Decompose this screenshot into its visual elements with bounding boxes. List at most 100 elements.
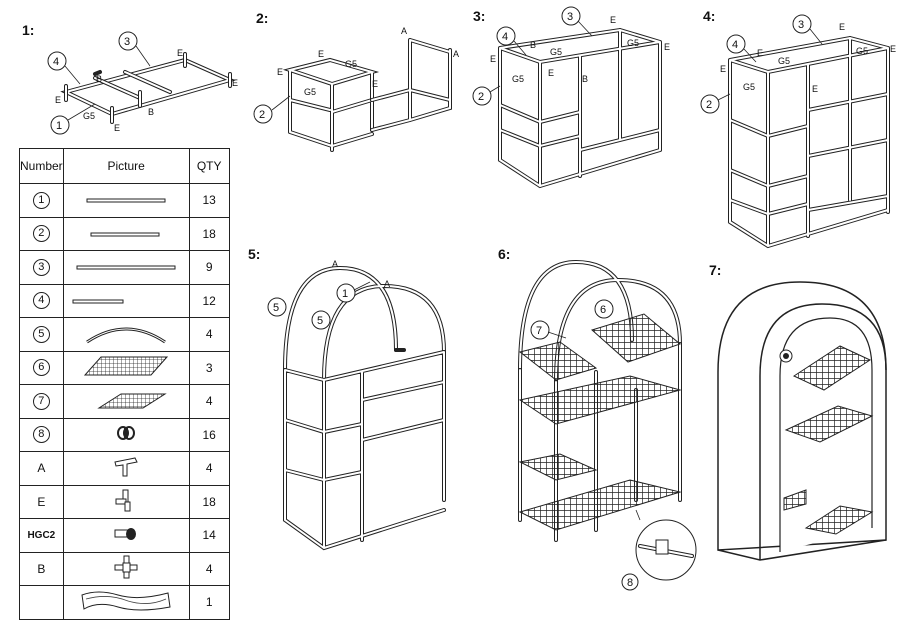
cross-connector-icon — [114, 555, 138, 579]
step-3-label: 3: — [473, 8, 486, 24]
callout: 4 — [502, 31, 508, 43]
table-row: HGC2 14 — [19, 518, 230, 553]
step-5-label: 5: — [248, 246, 261, 262]
step-6-label: 6: — [498, 246, 511, 262]
callout: G5 — [856, 46, 868, 56]
callout: 5 — [317, 315, 323, 327]
part-qty: 12 — [188, 283, 230, 318]
callout: 1 — [342, 288, 348, 300]
medium-tube-icon — [90, 232, 160, 237]
part-number: 7 — [32, 392, 50, 410]
callout: A — [453, 49, 459, 59]
callout: G5 — [550, 47, 562, 57]
long-tube-icon — [86, 198, 166, 203]
step-4-label: 4: — [703, 8, 716, 24]
part-number: 3 — [32, 258, 50, 276]
callout: E — [490, 54, 496, 64]
callout: 1 — [56, 120, 62, 132]
step-3-drawing: 3 4 2 E B G5 G5 E G5 E B E — [472, 6, 670, 189]
step-1-label: 1: — [22, 22, 35, 38]
header-picture: Picture — [62, 148, 190, 184]
part-number: HGC2 — [19, 518, 64, 553]
step-5-drawing: A 1 5 5 A — [267, 259, 446, 551]
callout: G5 — [512, 74, 524, 84]
table-row: 4 12 — [19, 283, 230, 318]
step-2-drawing: E G5 G5 E 2 A A E — [253, 26, 459, 152]
table-row: 8 16 — [19, 417, 230, 452]
header-qty: QTY — [188, 148, 230, 184]
table-row: A 4 — [19, 451, 230, 486]
callout: B — [148, 107, 154, 117]
large-wire-shelf-icon — [84, 356, 169, 376]
part-number: B — [19, 551, 64, 586]
callout: 3 — [124, 36, 130, 48]
short-tube-icon — [72, 299, 124, 304]
callout: E — [114, 123, 120, 133]
callout: E — [890, 44, 896, 54]
table-row: E 18 — [19, 484, 230, 519]
callout: B — [530, 40, 536, 50]
callout: 3 — [567, 11, 573, 23]
longest-tube-icon — [76, 265, 176, 270]
callout: 2 — [706, 99, 712, 111]
callout: 2 — [478, 91, 484, 103]
part-number: A — [19, 451, 64, 486]
callout: E — [757, 48, 763, 58]
callout: A — [401, 26, 407, 36]
callout: E — [232, 78, 238, 88]
callout: 5 — [273, 302, 279, 314]
table-row: 7 4 — [19, 384, 230, 419]
part-qty: 3 — [188, 350, 230, 385]
small-wire-shelf-icon — [97, 393, 167, 409]
part-qty: 4 — [188, 384, 230, 419]
corner-connector-icon — [115, 489, 131, 512]
callout: E — [318, 49, 324, 59]
part-qty: 4 — [188, 551, 230, 586]
callout: E — [664, 42, 670, 52]
part-qty: 9 — [188, 250, 230, 285]
table-row: 3 9 — [19, 250, 230, 285]
part-number: 8 — [32, 426, 50, 444]
callout: G5 — [304, 87, 316, 97]
callout: E — [55, 95, 61, 105]
table-row: B 4 — [19, 551, 230, 586]
callout: E — [548, 68, 554, 78]
part-number: E — [19, 484, 64, 519]
end-cap-connector-icon — [114, 527, 137, 540]
parts-table-header: Number Picture QTY — [19, 148, 230, 184]
step-7-label: 7: — [709, 262, 722, 278]
callout: G5 — [627, 38, 639, 48]
step-6-drawing: 6 7 8 — [518, 259, 697, 591]
callout: E — [839, 22, 845, 32]
step-4-drawing: 3 4 2 E E G5 G5 E G5 E E — [700, 14, 896, 249]
callout: 2 — [259, 109, 265, 121]
part-qty: 14 — [188, 518, 230, 553]
table-row: 5 4 — [19, 317, 230, 352]
parts-table: Number Picture QTY 1 13 2 18 3 9 4 12 5 … — [19, 148, 230, 620]
callout: 6 — [600, 304, 606, 316]
table-row: 2 18 — [19, 216, 230, 251]
part-qty: 13 — [188, 183, 230, 218]
callout: A — [384, 279, 390, 289]
callout: B — [582, 74, 588, 84]
header-number: Number — [19, 148, 64, 184]
step-7-drawing — [717, 281, 887, 561]
step-2-label: 2: — [256, 10, 269, 26]
callout: E — [812, 84, 818, 94]
table-row: 1 13 — [19, 183, 230, 218]
callout: 3 — [798, 19, 804, 31]
clip-icon — [117, 426, 136, 441]
callout: A — [332, 259, 338, 269]
part-number: 4 — [32, 292, 50, 310]
assembly-steps-illustration: .t{fill:none;stroke:#222;stroke-width:4;… — [47, 6, 896, 591]
callout: G5 — [743, 82, 755, 92]
part-qty: 16 — [188, 417, 230, 452]
callout: E — [177, 48, 183, 58]
callout: G5 — [778, 56, 790, 66]
callout: 4 — [732, 39, 738, 51]
table-row: 6 3 — [19, 350, 230, 385]
part-number: 6 — [32, 359, 50, 377]
part-number: 5 — [32, 325, 50, 343]
part-qty: 18 — [188, 484, 230, 519]
callout: B — [96, 74, 102, 84]
